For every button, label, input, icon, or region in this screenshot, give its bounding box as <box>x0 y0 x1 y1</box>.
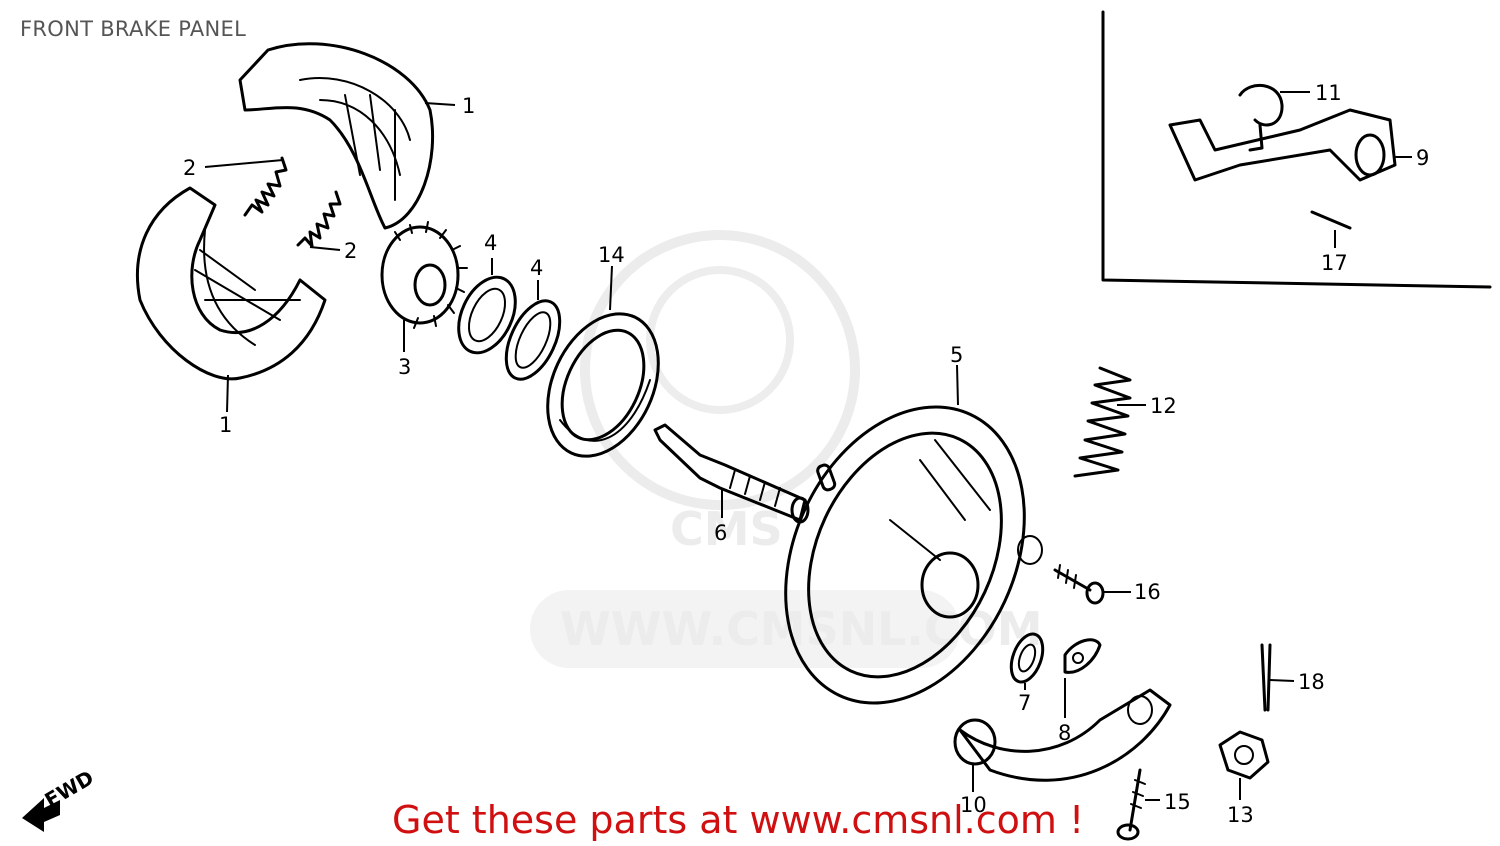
part-labels: 1 1 2 2 3 4 4 5 6 7 8 9 10 11 12 13 14 1… <box>183 81 1429 827</box>
fwd-label: FWD <box>41 765 98 812</box>
part-number-label: 2 <box>183 156 196 180</box>
indicator-plate <box>1063 638 1102 674</box>
part-number-label: 14 <box>598 243 625 267</box>
part-number-label: 6 <box>714 521 727 545</box>
clip-11 <box>1238 83 1284 152</box>
washer-4b <box>504 299 562 381</box>
lever-9 <box>1168 108 1397 182</box>
part-number-label: 1 <box>462 94 475 118</box>
footer-cta-link[interactable]: Get these parts at www.cmsnl.com ! <box>392 798 1085 842</box>
watermark-logo-text: CMS <box>670 502 783 556</box>
part-number-label: 7 <box>1018 691 1031 715</box>
spring-2a <box>243 156 288 217</box>
bolt-16 <box>1053 564 1105 605</box>
washer-4a <box>457 275 517 355</box>
brake-panel <box>784 405 1043 705</box>
inset-frame <box>1101 10 1492 289</box>
leader-lines <box>204 91 1412 801</box>
watermark-logo-ring <box>580 230 860 510</box>
nut-13 <box>1218 730 1270 780</box>
watermark-banner <box>530 590 960 668</box>
part-number-label: 10 <box>960 793 987 817</box>
brake-arm <box>953 688 1172 782</box>
part-number-label: 2 <box>344 239 357 263</box>
part-number-label: 13 <box>1227 803 1254 827</box>
part-number-label: 3 <box>398 355 411 379</box>
watermark-logo-face <box>646 266 794 414</box>
part-number-label: 18 <box>1298 670 1325 694</box>
spring-2b <box>296 190 342 248</box>
brake-shoe-lower <box>135 186 327 381</box>
return-spring <box>1073 366 1132 478</box>
brake-shoe-upper <box>238 42 435 230</box>
part-number-label: 16 <box>1134 580 1161 604</box>
page-title: FRONT BRAKE PANEL <box>20 17 247 41</box>
bolt-15 <box>1116 768 1146 841</box>
seal-7 <box>1009 632 1045 684</box>
part-number-label: 4 <box>484 231 497 255</box>
part-number-label: 12 <box>1150 394 1177 418</box>
part-number-label: 9 <box>1416 146 1429 170</box>
part-number-label: 8 <box>1058 721 1071 745</box>
part-number-label: 4 <box>530 256 543 280</box>
cotter-pin <box>1260 643 1272 712</box>
watermark-url: WWW.CMSNL.COM <box>560 602 1043 656</box>
part-number-label: 5 <box>950 343 963 367</box>
pin-17 <box>1310 210 1352 230</box>
oil-seal <box>546 312 660 458</box>
gear-cam <box>380 221 468 329</box>
part-number-label: 15 <box>1164 790 1191 814</box>
part-number-label: 11 <box>1315 81 1342 105</box>
part-number-label: 1 <box>219 413 232 437</box>
fwd-arrow-icon: FWD <box>22 765 98 832</box>
part-number-label: 17 <box>1321 251 1348 275</box>
